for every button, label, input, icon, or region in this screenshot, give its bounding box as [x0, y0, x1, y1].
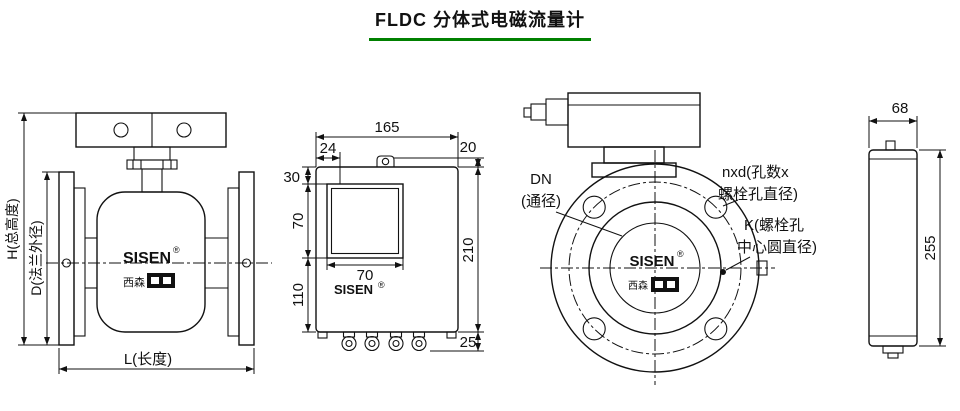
brand-logo-box: [651, 277, 679, 292]
brand-cn-text: 西森: [123, 275, 145, 289]
lug-hole: [381, 157, 390, 166]
dim-25: 25: [430, 332, 484, 352]
dim-70-inner: 70: [326, 258, 404, 284]
dim-h-extensions: [18, 112, 76, 346]
bolt-ticks: [132, 160, 172, 169]
logo-mark: [667, 281, 675, 288]
dn-leader-line: [555, 211, 623, 237]
converter-side-view: 68 255: [868, 100, 946, 359]
mounting-lug: [376, 155, 395, 167]
cable-gland: [341, 331, 357, 352]
housing-cable-gland: [523, 98, 569, 126]
side-top-nub: [885, 140, 896, 151]
flange-left-step: [73, 187, 86, 337]
dim-20: 20: [394, 139, 484, 168]
page-title: FLDC 分体式电磁流量计: [369, 6, 591, 41]
brand-text: SISEN: [334, 282, 373, 297]
dim-255-label: 255: [922, 235, 939, 260]
neck-upper: [133, 146, 171, 161]
bolt-hole: [582, 195, 606, 219]
dim-25-label: 25: [460, 334, 477, 351]
dim-24: 24: [316, 140, 341, 184]
k-reference-dot: [720, 269, 726, 275]
bolt-hole: [704, 317, 728, 341]
box-foot: [446, 331, 457, 339]
flange-right-outer: [238, 171, 255, 346]
junction-box: [75, 112, 227, 148]
brand-reg-mark: ®: [173, 245, 180, 255]
cable-gland: [411, 331, 427, 352]
brand-text: SISEN: [629, 253, 674, 270]
logo-mark: [151, 277, 159, 284]
dn-label-line2: (通径): [521, 193, 561, 210]
bolt-hole: [704, 195, 728, 219]
dim-70-left: 70: [290, 184, 327, 259]
cable-entry-circle: [176, 122, 192, 138]
flange-front-view: SISEN ® 西森 DN (通径) nxd(孔数x 螺栓孔直径) K(螺栓孔 …: [521, 92, 817, 385]
brand-text: SISEN: [123, 250, 171, 267]
dim-210: 210: [458, 167, 484, 333]
cable-gland: [388, 331, 404, 352]
bolt-hole: [582, 317, 606, 341]
dim-210-label: 210: [460, 237, 477, 262]
nxd-label-line1: nxd(孔数x: [722, 164, 789, 181]
dim-30-label: 30: [283, 169, 300, 186]
logo-mark: [655, 281, 663, 288]
dn-label-line1: DN: [530, 171, 552, 188]
title-wrap: FLDC 分体式电磁流量计: [0, 6, 960, 41]
dim-255: 255: [919, 149, 946, 347]
dim-110-label: 110: [290, 283, 307, 307]
top-housing: [567, 92, 701, 148]
sensor-side-view: SISEN ® 西森 H(总高度) D(法兰外径) L(长度): [4, 112, 272, 374]
nxd-label-line2: 螺栓孔直径): [718, 186, 798, 203]
dim-165-label: 165: [374, 119, 399, 136]
nxd-leader-line: [722, 199, 739, 207]
side-body: [868, 149, 918, 347]
cable-entry-circle: [113, 122, 129, 138]
dim-70-inner-label: 70: [357, 267, 374, 284]
dim-l-label: L(长度): [124, 351, 172, 368]
dim-h-label: H(总高度): [4, 198, 20, 259]
dim-70-left-label: 70: [290, 213, 307, 230]
dim-20-label: 20: [460, 139, 477, 156]
pipe-lines: [85, 237, 228, 289]
logo-mark: [163, 277, 171, 284]
dim-d-label: D(法兰外径): [28, 220, 44, 295]
dim-68-label: 68: [892, 100, 909, 117]
k-label-line2: 中心圆直径): [737, 239, 817, 256]
dim-30: 30: [283, 166, 327, 186]
brand-logo-box: [147, 273, 175, 288]
brand-reg-mark: ®: [677, 249, 684, 259]
dim-68: 68: [868, 100, 918, 148]
cable-gland: [364, 331, 380, 352]
dim-24-label: 24: [320, 140, 337, 157]
display-screen: [330, 187, 400, 255]
dim-165: 165: [315, 119, 459, 167]
sensor-body: [96, 191, 206, 333]
brand-cn-text: 西森: [628, 279, 648, 292]
neck-base: [591, 162, 677, 178]
k-label-line1: K(螺栓孔: [744, 217, 804, 234]
mounting-plate: [126, 159, 178, 170]
brand-reg-mark: ®: [378, 280, 385, 290]
converter-front-view: SISEN ® 165 24 20: [283, 119, 484, 352]
k-leader-line: [725, 256, 751, 271]
display-frame: [326, 183, 404, 259]
converter-box: [315, 166, 459, 333]
side-bottom-gland: [887, 352, 899, 359]
box-foot: [317, 331, 328, 339]
side-bottom-tab: [882, 345, 904, 354]
dim-110: 110: [290, 258, 316, 333]
neck-lower: [141, 168, 163, 193]
flange-right-step: [227, 187, 240, 337]
